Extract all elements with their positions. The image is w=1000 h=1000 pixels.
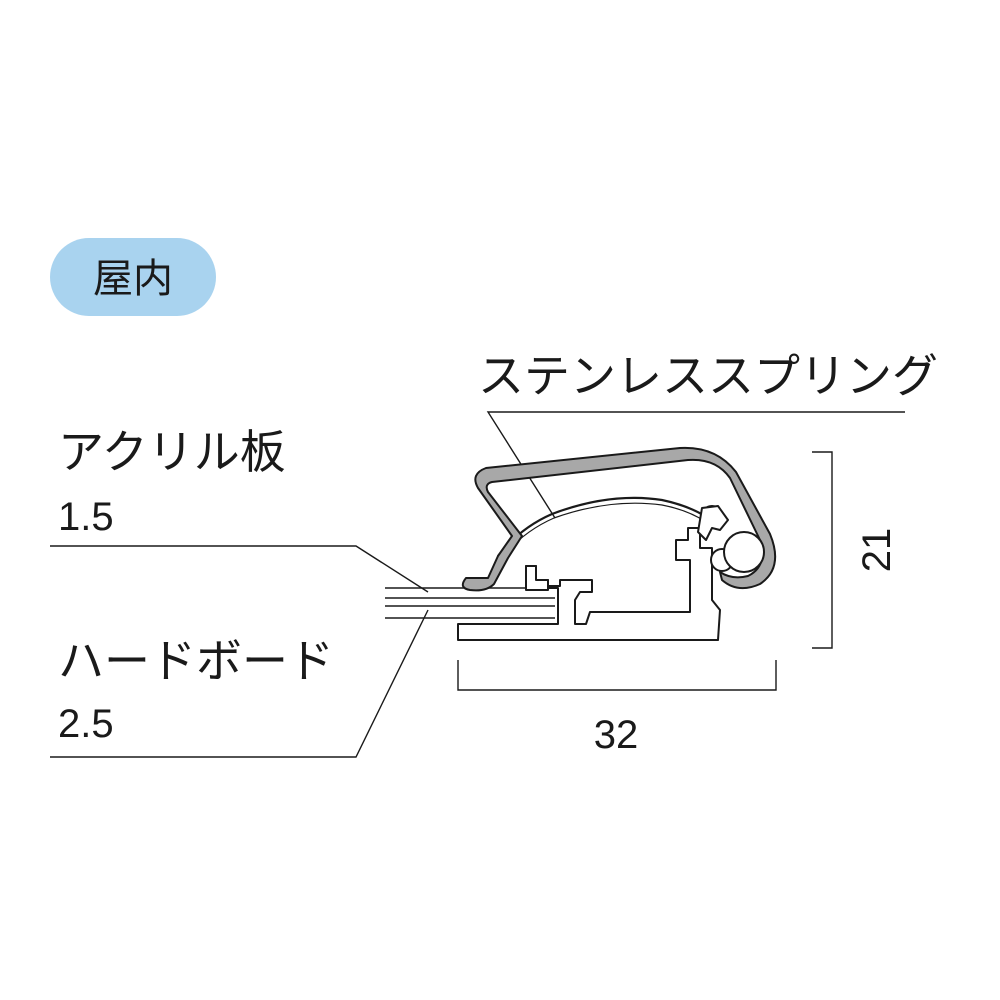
spring-leader-line [486,411,905,519]
width-dimension-line [457,660,777,691]
acrylic-sheet [385,587,555,599]
height-dimension-line [812,451,833,649]
hardboard-sheet [385,605,555,619]
hardboard-leader-line [50,609,429,758]
indoor-badge-label: 屋内 [93,256,173,302]
frame-locking-tab [525,565,549,591]
stainless-spring-arc [497,496,709,557]
frame-base-profile [457,527,721,641]
height-dimension: 21 [812,451,899,649]
indoor-badge-pill [50,238,216,316]
spring-label: ステンレススプリング [478,349,938,403]
indoor-badge: 屋内 [50,238,216,316]
acrylic-label: アクリル板 [58,425,286,479]
width-dimension: 32 [457,660,777,757]
acrylic-thickness: 1.5 [58,495,114,539]
stainless-spring-arc-inner [499,502,707,561]
hardboard-label: ハードボード [58,634,334,688]
acrylic-leader-line [50,545,429,593]
hinge-knuckles [697,505,765,573]
height-dimension-value: 21 [855,528,899,573]
snap-cover-band [461,446,777,592]
hinge-knuckle-round [723,531,765,573]
hinge-clip [697,505,729,541]
width-dimension-value: 32 [594,713,639,757]
hardboard-thickness: 2.5 [58,702,114,746]
